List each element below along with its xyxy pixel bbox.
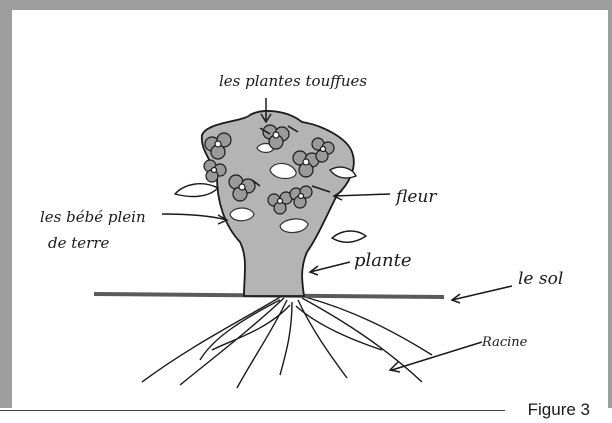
roots — [142, 296, 432, 388]
label-bebe-line2: de terre — [48, 234, 109, 252]
label-plante: plante — [354, 250, 412, 271]
label-racine: Racine — [481, 335, 528, 350]
figure-caption: Figure 3 — [522, 397, 596, 423]
bottom-rule — [0, 410, 505, 411]
plant-drawing: les plantes touffues fleur les bébé plei… — [12, 10, 608, 408]
drawing-frame: les plantes touffues fleur les bébé plei… — [12, 10, 608, 408]
label-fleur: fleur — [394, 187, 437, 207]
label-plantes-touffues: les plantes touffues — [219, 72, 367, 90]
label-le-sol: le sol — [518, 269, 563, 289]
label-bebe-line1: les bébé plein — [40, 208, 146, 226]
